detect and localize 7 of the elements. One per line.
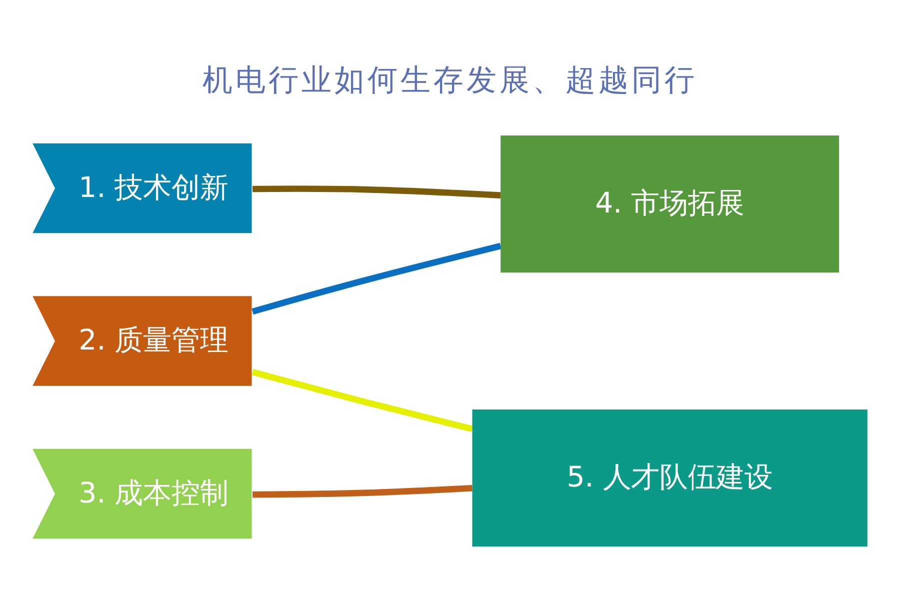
connector [252,242,502,315]
node-box: 5. 人才队伍建设 [472,410,868,547]
connector [252,484,472,498]
diagram-title: 机电行业如何生存发展、超越同行 [202,62,698,100]
node-box: 4. 市场拓展 [500,135,840,272]
connector [252,186,501,198]
connector [252,368,473,432]
